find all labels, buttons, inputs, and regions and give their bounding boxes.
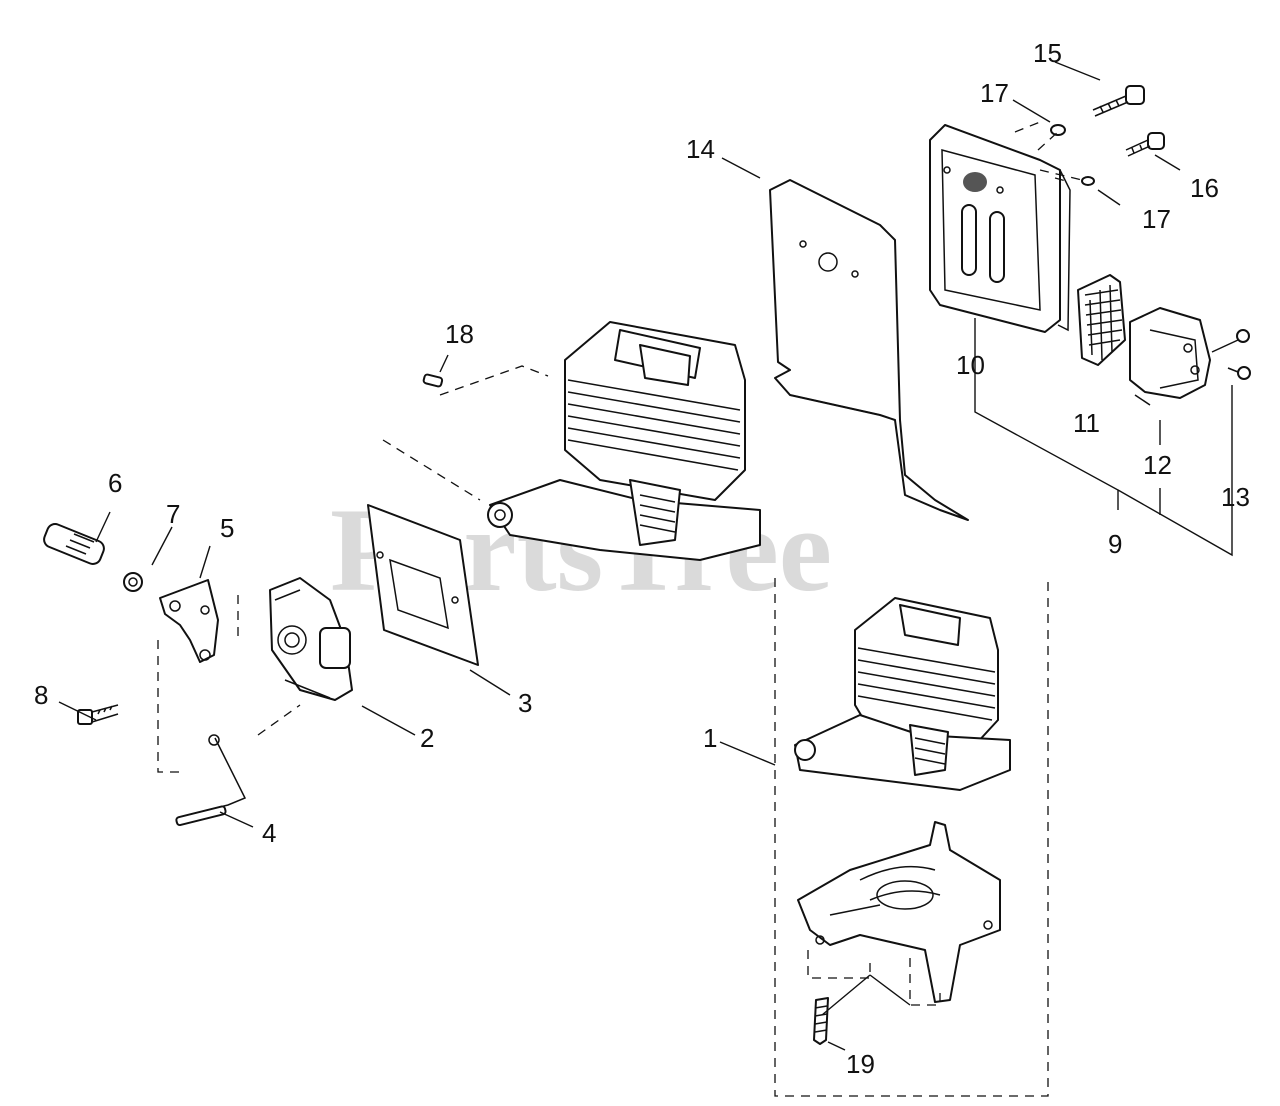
callout-13: 13	[1221, 482, 1250, 512]
muffler-part-10	[929, 124, 1071, 333]
crankcase-part-1	[797, 821, 1001, 1003]
bracket-part-5	[159, 579, 219, 663]
callout-11: 11	[1073, 408, 1100, 438]
washer-part-17-top	[1050, 124, 1066, 136]
cylinder-assembly-part-1	[794, 597, 1011, 791]
callout-3: 3	[518, 688, 532, 718]
washer-part-17-bottom	[1081, 176, 1095, 186]
fitting-part-6	[43, 523, 105, 565]
rod-part-4	[175, 734, 247, 827]
callout-12: 12	[1143, 450, 1172, 480]
callout-17-top: 17	[980, 78, 1009, 108]
callout-14: 14	[686, 134, 715, 164]
callout-5: 5	[220, 513, 234, 543]
callout-15: 15	[1033, 38, 1062, 68]
screw-part-19	[813, 997, 829, 1045]
callout-1: 1	[703, 723, 717, 753]
callout-16: 16	[1190, 173, 1219, 203]
gasket-part-3	[367, 504, 479, 666]
callout-10: 10	[956, 350, 985, 380]
callout-19: 19	[846, 1049, 875, 1079]
leader-lines	[58, 61, 1233, 1051]
assembly-box	[774, 575, 1049, 1097]
pin-part-18	[422, 373, 444, 388]
callout-8: 8	[34, 680, 48, 710]
heat-shield-part-14	[769, 179, 969, 521]
bolt-part-16	[1125, 132, 1165, 157]
callout-18: 18	[445, 319, 474, 349]
carburetor-part-2	[269, 577, 353, 701]
cover-part-12	[1129, 307, 1211, 406]
callout-4: 4	[262, 818, 276, 848]
callout-7: 7	[166, 499, 180, 529]
callout-9: 9	[1108, 529, 1122, 559]
callout-17-bottom: 17	[1142, 204, 1171, 234]
callouts: 1 2 3 4 5 6 7 8 9 10 11 12 13 14 15 16 1…	[34, 38, 1250, 1079]
cylinder-assembly-top	[487, 321, 761, 561]
callout-6: 6	[108, 468, 122, 498]
bolt-part-15	[1092, 85, 1145, 117]
nut-part-7	[123, 572, 143, 592]
screen-part-11	[1077, 274, 1126, 366]
callout-2: 2	[420, 723, 434, 753]
screw-part-13	[1211, 329, 1251, 380]
